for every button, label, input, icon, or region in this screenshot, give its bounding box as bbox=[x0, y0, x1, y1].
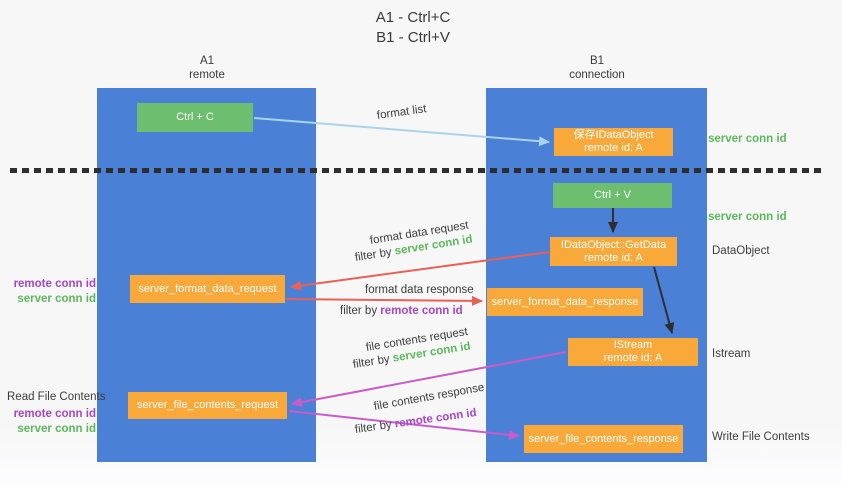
left-conn-ids-top: remote conn id server conn id bbox=[10, 277, 96, 307]
node-server-format-data-request-label: server_format_data_request bbox=[138, 282, 277, 295]
right-label-write-file-contents: Write File Contents bbox=[712, 431, 810, 443]
left-remote-conn-id-1: remote conn id bbox=[13, 278, 96, 290]
node-server-format-data-response: server_format_data_response bbox=[487, 288, 643, 316]
node-idataobject-getdata: IDataObject::GetData remote id: A bbox=[550, 237, 677, 266]
node-istream-line1: IStream bbox=[613, 339, 653, 351]
filter-by-text: filter by bbox=[354, 418, 393, 436]
edge-label-format-data-response: format data response bbox=[365, 284, 474, 296]
node-ctrl-c: Ctrl + C bbox=[137, 103, 253, 132]
right-label-dataobject: DataObject bbox=[712, 245, 770, 257]
lane-b1-subtitle: connection bbox=[569, 69, 625, 81]
node-server-file-contents-response: server_file_contents_response bbox=[524, 425, 683, 453]
lane-a1-name: A1 bbox=[199, 55, 215, 67]
remote-conn-id-text: remote conn id bbox=[394, 406, 478, 431]
node-save-idataobject-line2: remote id: A bbox=[584, 142, 643, 154]
right-server-conn-id-top: server conn id bbox=[708, 133, 787, 145]
left-conn-ids-bottom: remote conn id server conn id bbox=[10, 407, 96, 437]
node-idataobject-getdata-line1: IDataObject::GetData bbox=[560, 238, 667, 251]
left-server-conn-id-1: server conn id bbox=[17, 293, 96, 305]
copy-paste-divider-line bbox=[10, 168, 824, 173]
right-label-istream: Istream bbox=[712, 348, 751, 360]
node-ctrl-v: Ctrl + V bbox=[553, 183, 672, 208]
title-line-a1: A1 - Ctrl+C bbox=[375, 9, 451, 26]
node-server-format-data-response-label: server_format_data_response bbox=[491, 295, 639, 308]
node-server-file-contents-request-label: server_file_contents_request bbox=[136, 399, 279, 411]
node-save-idataobject: 保存IDataObject remote id: A bbox=[554, 128, 673, 156]
title-line-b1: B1 - Ctrl+V bbox=[376, 29, 450, 46]
node-server-file-contents-response-label: server_file_contents_response bbox=[528, 432, 679, 445]
edge-label-filter-remote-1: filter by remote conn id bbox=[340, 305, 463, 317]
node-istream: IStream remote id: A bbox=[568, 338, 698, 366]
edge-label-filter-remote-2: filter by remote conn id bbox=[354, 407, 477, 436]
left-remote-conn-id-2: remote conn id bbox=[13, 408, 96, 420]
edge-label-format-list: format list bbox=[376, 103, 428, 122]
node-server-format-data-request: server_format_data_request bbox=[130, 275, 285, 303]
node-save-idataobject-line1: 保存IDataObject bbox=[573, 129, 654, 141]
left-label-read-file-contents: Read File Contents bbox=[7, 391, 106, 403]
lane-header-a1: A1 remote bbox=[147, 54, 267, 82]
node-istream-line2: remote id: A bbox=[603, 352, 663, 364]
diagram-title: A1 - Ctrl+C B1 - Ctrl+V bbox=[303, 8, 523, 48]
node-ctrl-c-label: Ctrl + C bbox=[176, 111, 214, 123]
filter-by-text: filter by bbox=[340, 305, 378, 317]
lane-a1-subtitle: remote bbox=[189, 69, 225, 81]
node-server-file-contents-request: server_file_contents_request bbox=[128, 392, 287, 419]
node-ctrl-v-label: Ctrl + V bbox=[594, 189, 631, 201]
right-server-conn-id-mid: server conn id bbox=[708, 211, 787, 223]
left-server-conn-id-2: server conn id bbox=[17, 423, 96, 435]
filter-by-text: filter by bbox=[352, 353, 391, 371]
lane-b1-name: B1 bbox=[589, 55, 605, 67]
filter-by-text: filter by bbox=[354, 246, 393, 264]
node-idataobject-getdata-line2: remote id: A bbox=[584, 251, 643, 264]
remote-conn-id-text: remote conn id bbox=[380, 305, 463, 317]
lane-header-b1: B1 connection bbox=[537, 54, 657, 82]
